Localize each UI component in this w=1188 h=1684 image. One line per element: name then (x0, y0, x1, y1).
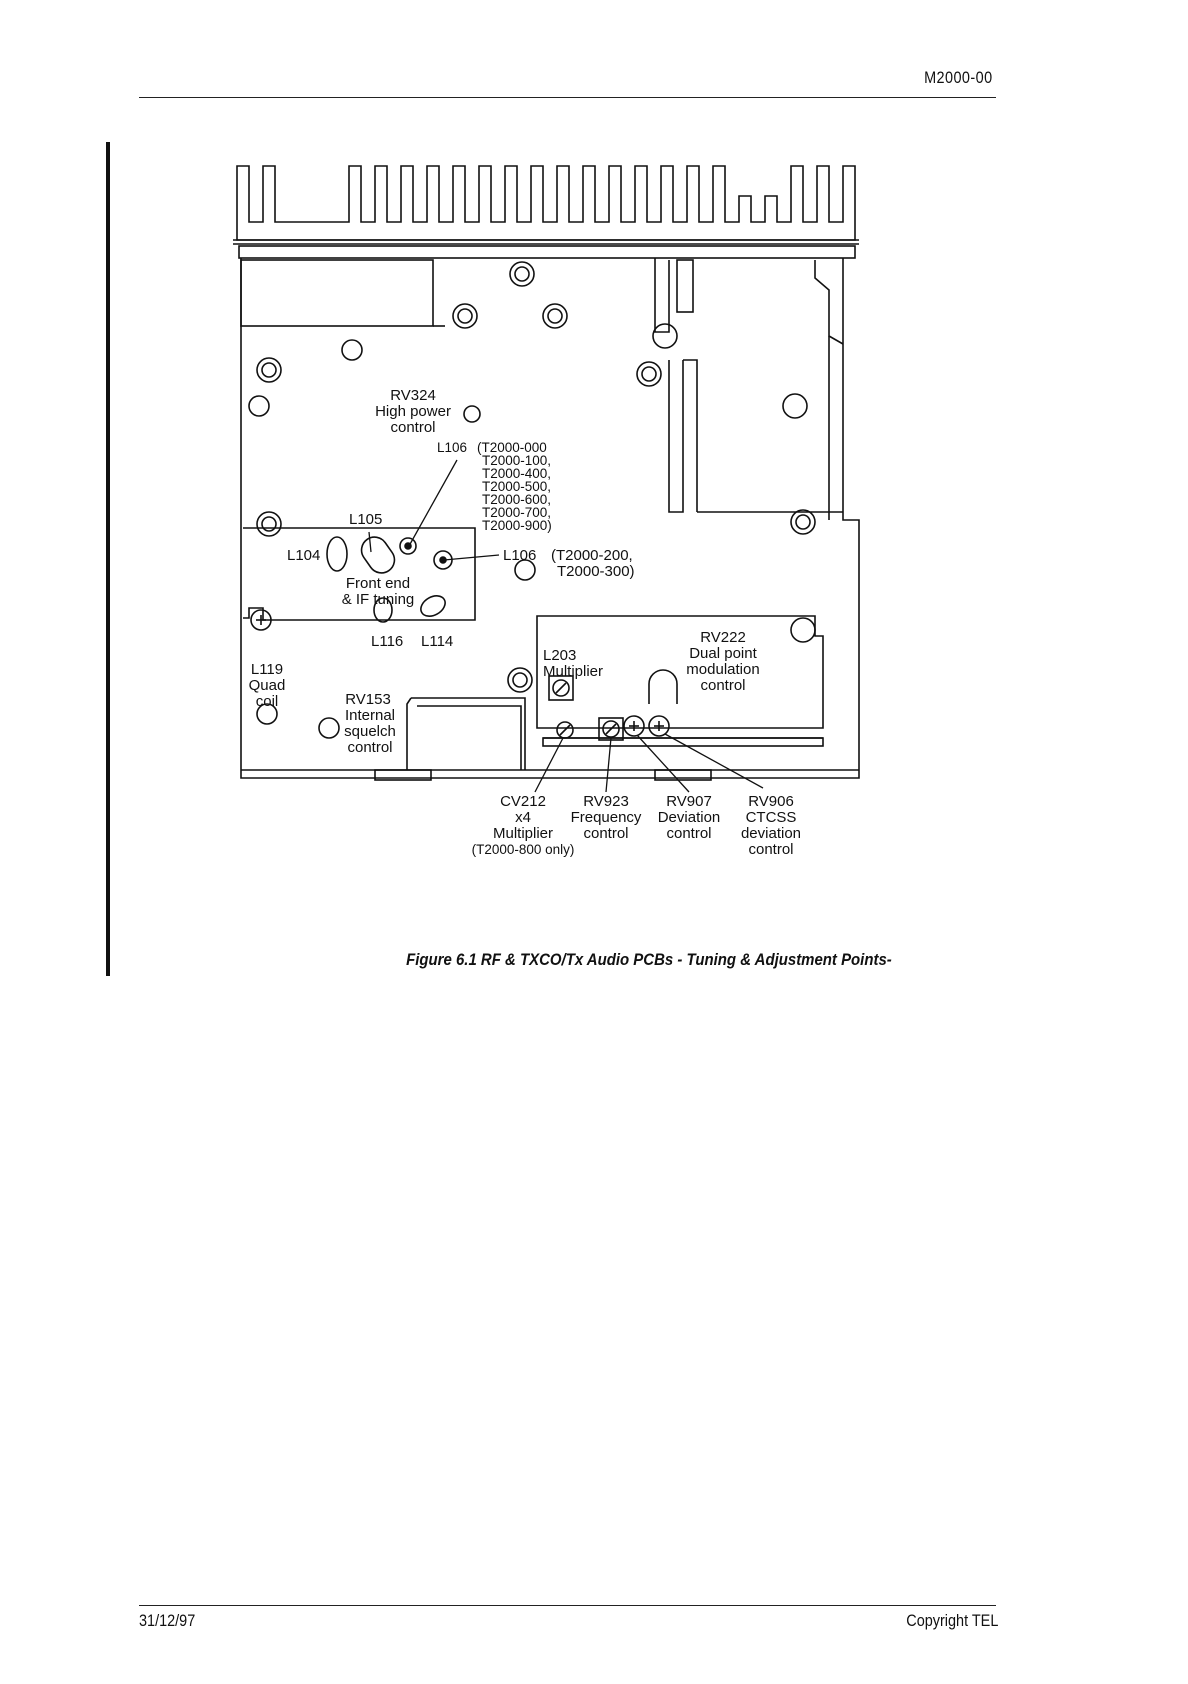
label-rv324-desc-1: High power (375, 403, 451, 420)
label-rv923-desc-2: control (583, 825, 628, 842)
chassis-outline (240, 258, 860, 781)
label-l106b-model-2: T2000-300) (557, 563, 635, 580)
label-rv222: RV222 (700, 629, 746, 646)
label-rv324: RV324 (390, 387, 436, 404)
pcb-diagram: RV324 High power control L106 (T2000-000… (233, 165, 860, 858)
label-cv212-desc-3: (T2000-800 only) (472, 842, 575, 857)
label-l106b-model-1: (T2000-200, (551, 547, 633, 564)
label-rv923: RV923 (583, 793, 629, 810)
label-rv153: RV153 (345, 691, 391, 708)
change-bar (106, 142, 110, 976)
label-l203: L203 (543, 647, 576, 664)
label-rv222-desc-1: Dual point (689, 645, 757, 662)
label-l105: L105 (349, 511, 382, 528)
label-rv923-desc-1: Frequency (571, 809, 642, 826)
label-rv906-desc-3: control (748, 841, 793, 858)
label-front-end-2: & IF tuning (342, 591, 415, 608)
label-l104: L104 (287, 547, 320, 564)
label-rv222-desc-2: modulation (686, 661, 759, 678)
document-code: M2000-00 (924, 68, 993, 87)
mounting-holes (248, 261, 816, 725)
pcb-figure: RV324 High power control L106 (T2000-000… (225, 160, 925, 940)
label-cv212-desc-1: x4 (515, 809, 531, 826)
label-rv907-desc-2: control (666, 825, 711, 842)
label-rv906-desc-1: CTCSS (746, 809, 797, 826)
label-l119-desc-2: coil (256, 693, 279, 710)
figure-caption-text: Figure 6.1 RF & TXCO/Tx Audio PCBs - Tun… (406, 950, 892, 969)
label-l106b: L106 (503, 547, 536, 564)
heatsink-fins (233, 165, 859, 259)
label-l114: L114 (421, 633, 453, 650)
footer-copyright: Copyright TEL (905, 1611, 998, 1630)
label-rv153-desc-2: squelch (344, 723, 396, 740)
label-cv212: CV212 (500, 793, 546, 810)
label-l106a-model-3: T2000-400, (482, 466, 551, 481)
label-rv906: RV906 (748, 793, 794, 810)
label-l119-desc-1: Quad (249, 677, 286, 694)
figure-caption: Figure 6.1 RF & TXCO/Tx Audio PCBs - Tun… (0, 950, 1188, 970)
label-l116: L116 (371, 633, 403, 650)
label-front-end-1: Front end (346, 575, 410, 592)
label-rv907-desc-1: Deviation (658, 809, 721, 826)
label-rv324-desc-2: control (390, 419, 435, 436)
label-l203-desc: Multiplier (543, 663, 603, 680)
label-cv212-desc-2: Multiplier (493, 825, 553, 842)
label-rv153-desc-3: control (347, 739, 392, 756)
label-l106a-model-5: T2000-600, (482, 492, 551, 507)
label-l106a-model-2: T2000-100, (482, 453, 551, 468)
label-rv222-desc-3: control (700, 677, 745, 694)
label-l106a: L106 (437, 440, 467, 455)
leader-lines (368, 459, 764, 793)
footer-rule (139, 1605, 996, 1606)
footer-date: 31/12/97 (139, 1611, 196, 1630)
label-l106a-model-7: T2000-900) (482, 518, 552, 533)
header-rule (139, 97, 996, 98)
label-l106a-model-4: T2000-500, (482, 479, 551, 494)
label-l106a-model-6: T2000-700, (482, 505, 551, 520)
label-l119: L119 (251, 661, 283, 678)
figure-labels: RV324 High power control L106 (T2000-000… (249, 387, 801, 858)
adjustment-components (250, 405, 678, 741)
label-l106a-model-1: (T2000-000 (477, 440, 547, 455)
label-rv906-desc-2: deviation (741, 825, 801, 842)
label-rv907: RV907 (666, 793, 712, 810)
label-rv153-desc-1: Internal (345, 707, 395, 724)
